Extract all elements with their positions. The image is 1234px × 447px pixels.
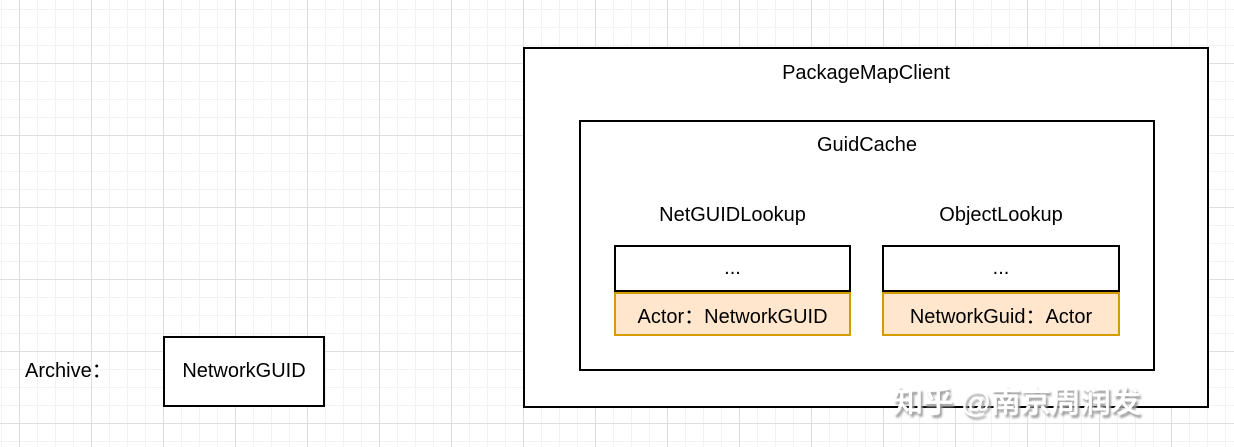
object-lookup-label: ObjectLookup: [939, 204, 1063, 226]
object-lookup-table: ... NetworkGuid：Actor: [882, 245, 1120, 336]
package-map-client-title: PackageMapClient: [782, 62, 950, 84]
net-guid-lookup-table: ... Actor：NetworkGUID: [614, 245, 851, 336]
net-guid-lookup-label: NetGUIDLookup: [659, 204, 806, 226]
archive-box: NetworkGUID: [163, 336, 325, 407]
watermark: 知乎 @南京周润发: [893, 386, 1141, 419]
table-row-mapping: Actor：NetworkGUID: [614, 292, 851, 336]
table-row-mapping: NetworkGuid：Actor: [882, 292, 1120, 336]
table-row-ellipsis: ...: [614, 245, 851, 292]
archive-label: Archive：: [25, 360, 112, 382]
archive-box-value: NetworkGUID: [182, 360, 306, 382]
guid-cache-title: GuidCache: [816, 134, 918, 156]
table-row-ellipsis: ...: [882, 245, 1120, 292]
